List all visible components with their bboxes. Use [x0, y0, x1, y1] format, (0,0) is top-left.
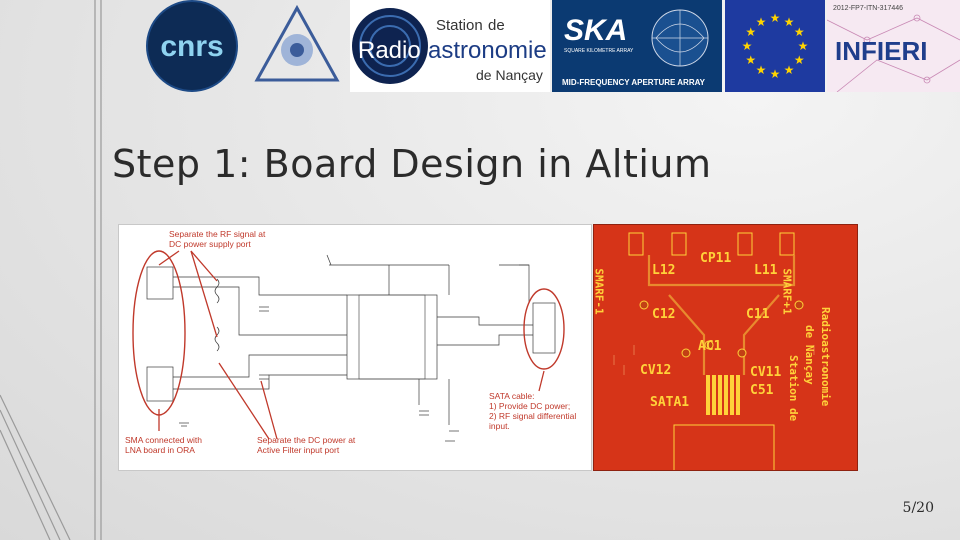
ska-logo: SKA SQUARE KILOMETRE ARRAY MID-FREQUENCY… — [552, 0, 722, 92]
eu-star-icon: ★ — [784, 63, 795, 77]
pcb-label-smarf1: SMARF-1 — [593, 268, 606, 315]
ska-footer-text: MID-FREQUENCY APERTURE ARRAY — [562, 78, 706, 87]
infieri-text: INFIERI — [835, 36, 927, 66]
cnrs-logo-text: cnrs — [160, 30, 223, 63]
ska-text: SKA — [564, 14, 627, 47]
eu-star-icon: ★ — [794, 53, 805, 67]
pcb-label-radio: Radioastronomie — [819, 307, 832, 407]
eu-star-icon: ★ — [745, 25, 756, 39]
nancay-station-text: Station — [436, 17, 483, 34]
eu-star-icon: ★ — [784, 15, 795, 29]
annotation-dc-power: Separate the DC power at Active Filter i… — [257, 435, 356, 455]
infieri-logo: 2012-FP7-ITN-317446 INFIERI — [827, 0, 960, 92]
schematic-diagram: Separate the RF signal at DC power suppl… — [118, 224, 592, 471]
nancay-line3-text: de Nançay — [476, 67, 543, 83]
eu-star-icon: ★ — [770, 67, 781, 81]
pcb-label-cv11: CV11 — [750, 365, 782, 380]
eu-star-icon: ★ — [756, 63, 767, 77]
pcb-label-l12: L12 — [652, 263, 676, 278]
decorative-corner-lines — [0, 0, 102, 540]
annotation-sata: SATA cable: 1) Provide DC power; 2) RF s… — [489, 391, 577, 431]
eu-star-icon: ★ — [794, 25, 805, 39]
eu-star-icon: ★ — [770, 11, 781, 25]
nancay-logo: Station de Radio astronomie de Nançay — [350, 0, 550, 92]
cnrs-logo: cnrs — [140, 0, 245, 92]
eu-flag-logo: ★★★★★★★★★★★★ — [725, 0, 825, 92]
eu-star-icon: ★ — [798, 39, 809, 53]
pcb-label-cp11: CP11 — [700, 251, 732, 266]
eu-star-icon: ★ — [742, 39, 753, 53]
page-number: 5/20 — [902, 500, 934, 516]
pcb-label-c12: C12 — [652, 307, 676, 322]
pcb-label-smarf-plus: SMARF+1 — [780, 268, 794, 315]
ska-sub-text: SQUARE KILOMETRE ARRAY — [564, 48, 634, 54]
pcb-label-nancay: de Nançay — [803, 325, 816, 385]
pcb-drawing — [613, 232, 825, 470]
eu-star-icon: ★ — [745, 53, 756, 67]
annotation-sma: SMA connected with LNA board in ORA — [125, 435, 203, 455]
pcb-label-station: Station de — [787, 355, 800, 422]
logo-bar: cnrs Station de Radio astronomie de Nanç… — [140, 0, 960, 92]
pcb-label-ac1: AC1 — [698, 339, 722, 354]
infieri-code-text: 2012-FP7-ITN-317446 — [833, 5, 903, 12]
pmc-logo — [252, 0, 342, 92]
nancay-de-text: de — [488, 17, 505, 34]
pcb-layout: CP11 L12 L11 SMARF-1 SMARF+1 C12 C11 AC1… — [593, 224, 858, 471]
nancay-astronomie-text: astronomie — [428, 37, 547, 64]
pcb-label-cv12: CV12 — [640, 363, 672, 378]
eu-star-icon: ★ — [756, 15, 767, 29]
pcb-label-c11: C11 — [746, 307, 770, 322]
pcb-label-l11: L11 — [754, 263, 778, 278]
pcb-label-sata1: SATA1 — [650, 395, 690, 410]
schematic-drawing — [132, 250, 565, 442]
pcb-label-c51: C51 — [750, 383, 774, 398]
slide-title: Step 1: Board Design in Altium — [112, 142, 712, 186]
annotation-rf-separate: Separate the RF signal at DC power suppl… — [169, 229, 266, 249]
nancay-radio-text: Radio — [358, 37, 421, 64]
